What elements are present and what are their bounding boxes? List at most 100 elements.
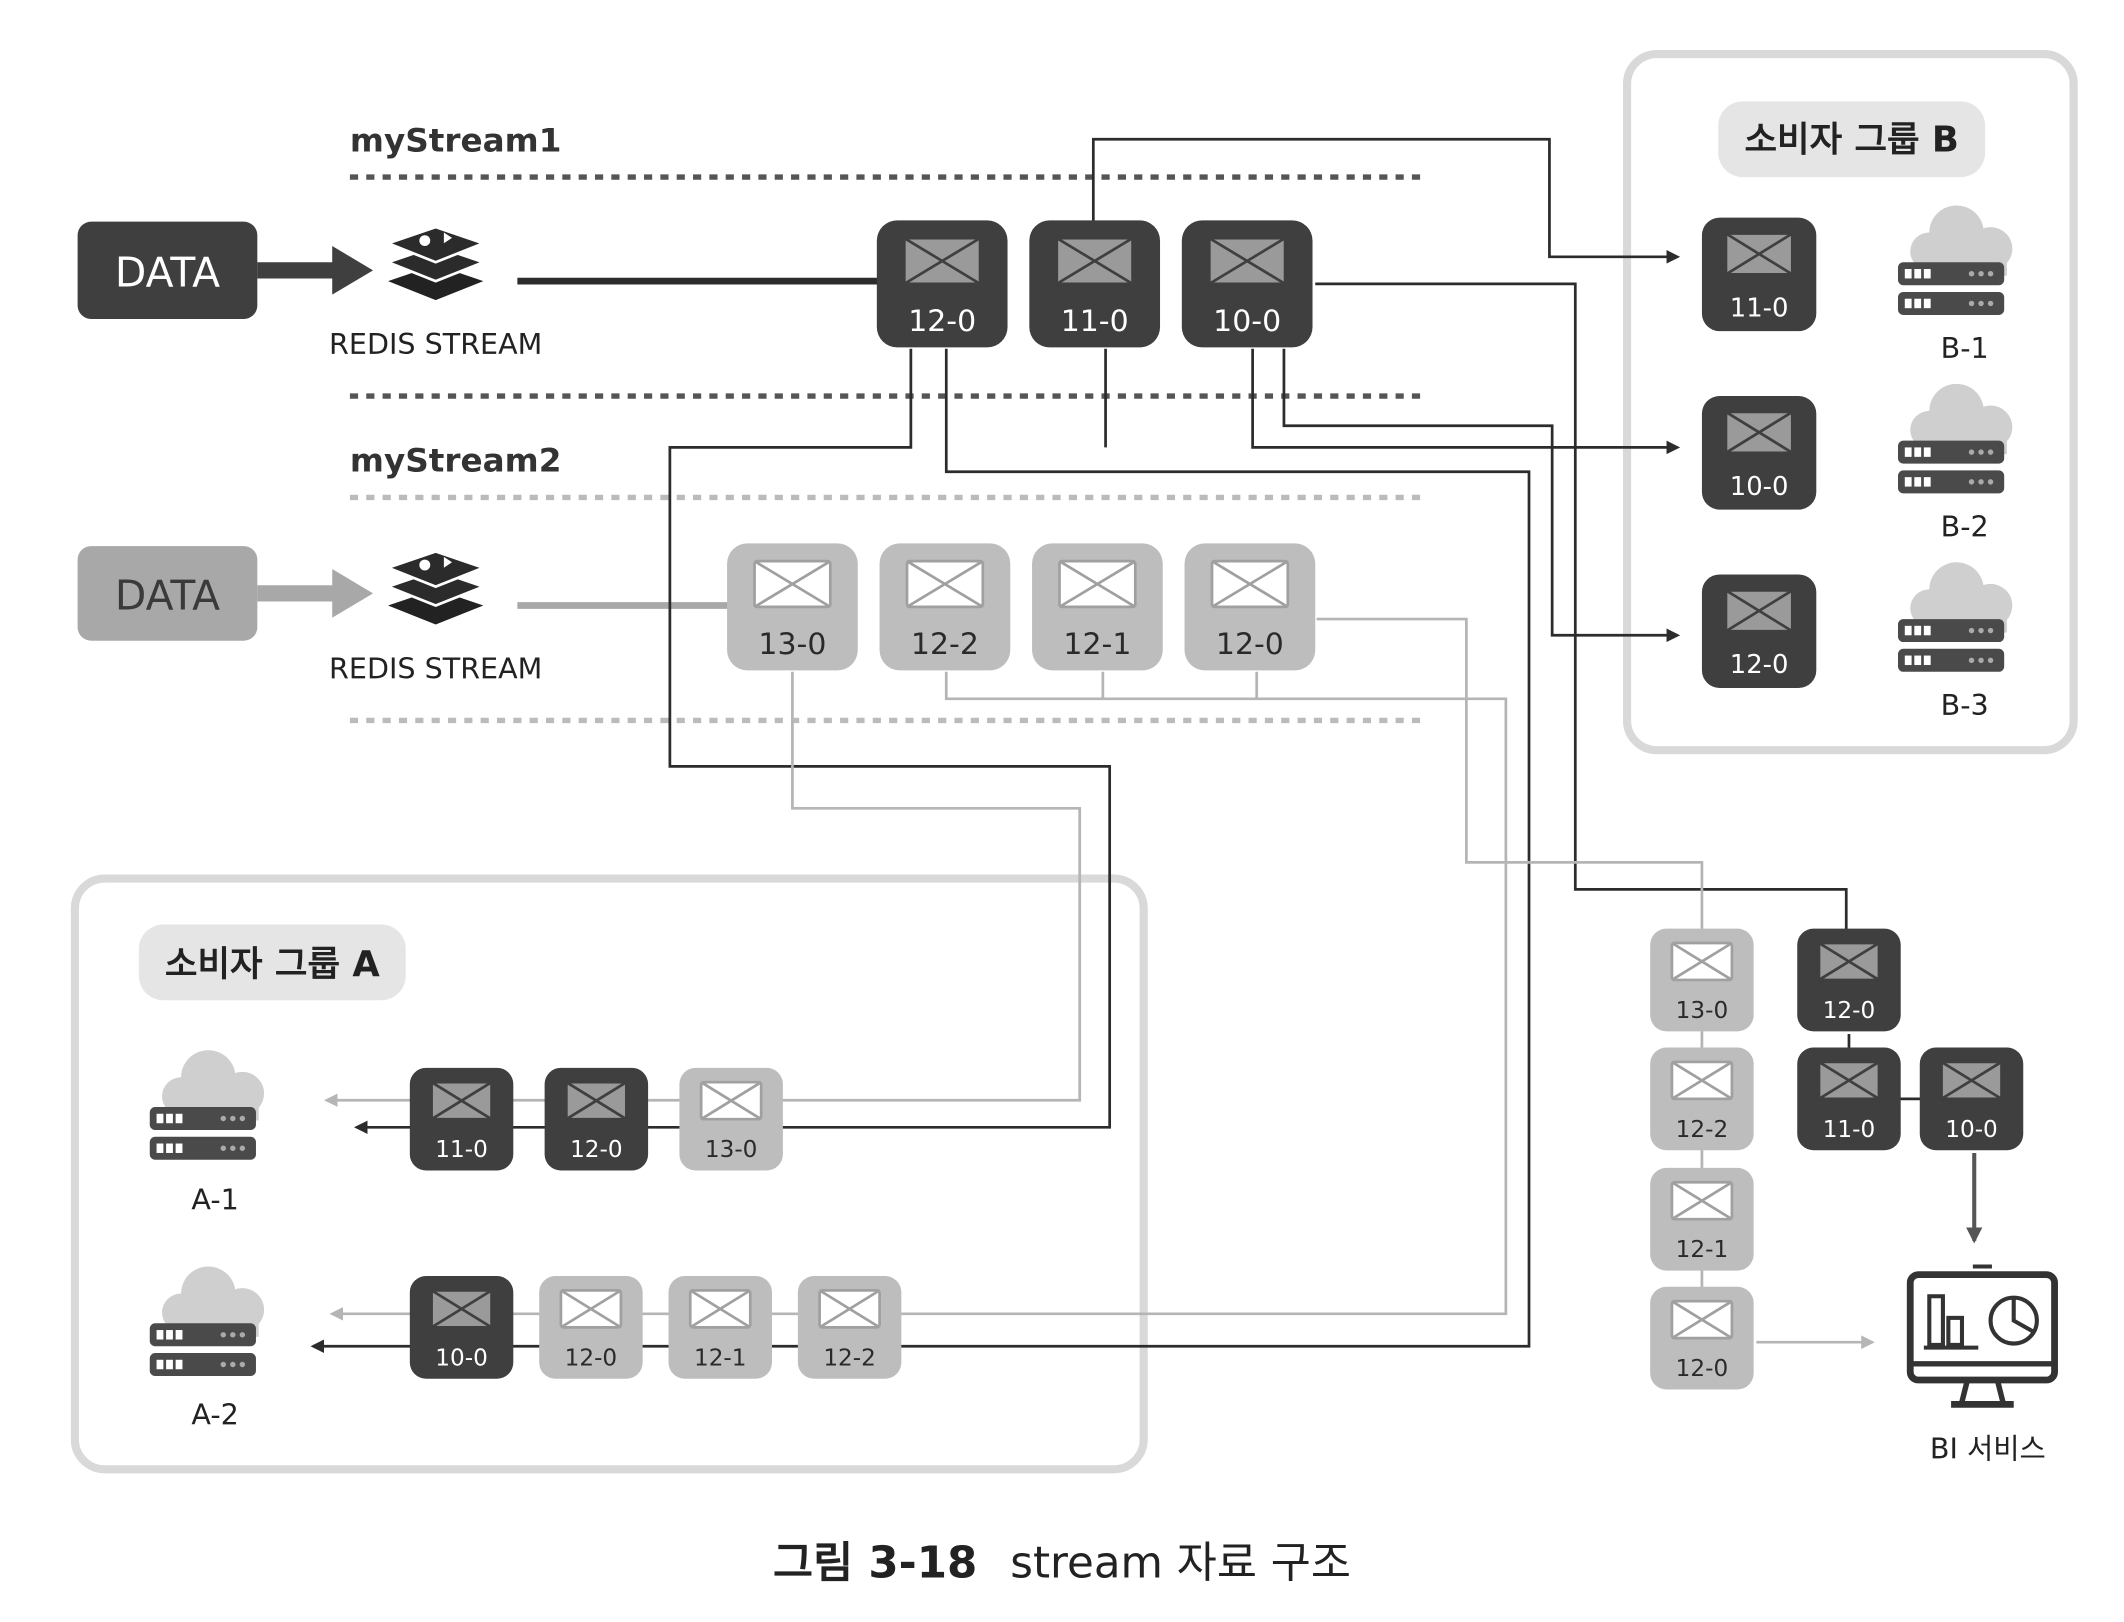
message-id: 12-0 bbox=[1730, 650, 1789, 680]
message-id: 12-1 bbox=[694, 1345, 747, 1371]
bi-stream1-message: 11-0 bbox=[1797, 1047, 1901, 1151]
caption-text: stream 자료 구조 bbox=[1010, 1539, 1351, 1589]
a1-message: 13-0 bbox=[679, 1067, 783, 1171]
message-id: 10-0 bbox=[435, 1345, 488, 1371]
message-id: 12-0 bbox=[565, 1345, 618, 1371]
stream2-data-arrowhead bbox=[332, 569, 374, 618]
a1-message: 12-0 bbox=[544, 1067, 649, 1171]
envelope-cross bbox=[430, 1081, 493, 1121]
message-id: 13-0 bbox=[705, 1137, 758, 1163]
message-id: 11-0 bbox=[1730, 293, 1789, 323]
stream1-name: myStream1 bbox=[350, 121, 562, 159]
bi-label: BI 서비스 bbox=[1930, 1433, 2046, 1466]
envelope-cross bbox=[1818, 941, 1880, 982]
message-id: 12-0 bbox=[1216, 627, 1284, 662]
message-id: 11-0 bbox=[435, 1137, 488, 1163]
a2-message: 12-0 bbox=[539, 1275, 643, 1379]
dark-connectors bbox=[310, 137, 1848, 1354]
bi-stream2-message: 13-0 bbox=[1650, 928, 1754, 1032]
message-id: 13-0 bbox=[1676, 998, 1729, 1024]
stream1-message: 11-0 bbox=[1029, 220, 1161, 348]
envelope-cross bbox=[1671, 1060, 1733, 1101]
message-id: 12-0 bbox=[908, 304, 976, 339]
message-id: 12-0 bbox=[1676, 1356, 1729, 1382]
bi-stream2-message: 12-0 bbox=[1650, 1286, 1754, 1390]
envelope-cross bbox=[1725, 232, 1793, 276]
envelope-cross bbox=[430, 1289, 493, 1329]
group-b-title-pill bbox=[1718, 101, 1986, 178]
a2-message: 12-2 bbox=[797, 1275, 902, 1379]
stream2-message: 12-1 bbox=[1032, 543, 1163, 671]
group-b-title: 소비자 그룹 B bbox=[1744, 120, 1958, 161]
figure-caption: 그림 3-18 stream 자료 구조 bbox=[773, 1539, 1351, 1589]
message-id: 13-0 bbox=[758, 627, 826, 662]
stream1-data-label: DATA bbox=[115, 249, 220, 297]
message-id: 12-2 bbox=[823, 1345, 876, 1371]
a2-message: 10-0 bbox=[409, 1275, 514, 1379]
message-id: 11-0 bbox=[1061, 304, 1129, 339]
envelope-cross bbox=[1671, 1181, 1733, 1221]
envelope-cross bbox=[1940, 1060, 2003, 1101]
group-b-pending-message: 12-0 bbox=[1701, 574, 1817, 689]
message-id: 12-0 bbox=[1823, 998, 1876, 1024]
envelope-cross bbox=[1725, 589, 1793, 633]
stream1-redis-icon bbox=[384, 225, 488, 301]
bi-monitor-icon bbox=[1906, 1264, 2058, 1408]
light-connectors bbox=[324, 617, 1875, 1349]
consumer-a1-server-icon bbox=[149, 1050, 265, 1160]
a1-message: 11-0 bbox=[409, 1067, 514, 1171]
stream2-redis-icon bbox=[384, 550, 488, 625]
bi-stream2-message: 12-2 bbox=[1650, 1047, 1754, 1151]
stream2-message: 13-0 bbox=[727, 543, 858, 671]
consumer-b-3-label: B-3 bbox=[1941, 689, 1989, 722]
bi-stream2-message: 12-1 bbox=[1650, 1167, 1754, 1271]
consumer-b-1-label: B-1 bbox=[1941, 332, 1989, 365]
message-id: 12-2 bbox=[911, 627, 979, 662]
consumer-b-3-server-icon bbox=[1897, 562, 2013, 672]
envelope-cross bbox=[818, 1289, 881, 1329]
message-layer: 12-0 11-0 10-0 13-0 12-2 12-1 12-0 11-0 10-0 12-0… bbox=[409, 217, 2024, 1390]
message-id: 10-0 bbox=[1730, 472, 1789, 502]
envelope-cross bbox=[1818, 1060, 1880, 1101]
consumer-a2-label: A-2 bbox=[191, 1399, 238, 1432]
envelope-cross bbox=[1208, 236, 1286, 286]
envelope-cross bbox=[1671, 1300, 1733, 1340]
consumer-b-2-server-icon bbox=[1897, 383, 2013, 494]
envelope-cross bbox=[1725, 410, 1793, 454]
group-b-pending-message: 11-0 bbox=[1701, 217, 1817, 332]
group-a-title: 소비자 그룹 A bbox=[165, 944, 381, 985]
stream2-redis-label: REDIS STREAM bbox=[329, 653, 542, 686]
a2-message: 12-1 bbox=[668, 1275, 772, 1379]
message-id: 11-0 bbox=[1823, 1117, 1876, 1143]
envelope-cross bbox=[1211, 560, 1289, 609]
consumer-a1-label: A-1 bbox=[191, 1184, 238, 1217]
envelope-cross bbox=[689, 1289, 751, 1329]
envelope-cross bbox=[903, 236, 981, 286]
consumer-layer: B-1B-2B-3A-1A-2 bbox=[149, 205, 2013, 1432]
envelope-cross bbox=[1058, 560, 1137, 609]
caption-prefix: 그림 3-18 bbox=[773, 1539, 977, 1589]
message-id: 12-1 bbox=[1676, 1237, 1729, 1263]
bi-stream1-message: 10-0 bbox=[1919, 1047, 2024, 1151]
envelope-cross bbox=[565, 1081, 628, 1121]
stream1-redis-label: REDIS STREAM bbox=[329, 328, 542, 361]
stream2-data-box bbox=[77, 546, 258, 641]
envelope-cross bbox=[1056, 236, 1134, 286]
stream2-message: 12-0 bbox=[1184, 543, 1316, 671]
stream1-data-box bbox=[77, 221, 258, 319]
stream2-message: 12-2 bbox=[879, 543, 1011, 671]
consumer-a2-server-icon bbox=[149, 1266, 265, 1377]
bi-stream1-message: 12-0 bbox=[1797, 928, 1901, 1032]
stream1-data-arrowhead bbox=[332, 246, 374, 295]
message-id: 12-2 bbox=[1676, 1117, 1729, 1143]
message-id: 10-0 bbox=[1945, 1117, 1998, 1143]
consumer-b-1-server-icon bbox=[1897, 205, 2013, 315]
envelope-cross bbox=[1671, 941, 1733, 982]
stream2-data-label: DATA bbox=[115, 572, 220, 620]
stream2-name: myStream2 bbox=[350, 442, 562, 480]
message-id: 12-1 bbox=[1063, 627, 1131, 662]
group-a-title-pill bbox=[138, 924, 406, 1001]
group-b-pending-message: 10-0 bbox=[1701, 396, 1817, 510]
envelope-cross bbox=[560, 1289, 622, 1329]
